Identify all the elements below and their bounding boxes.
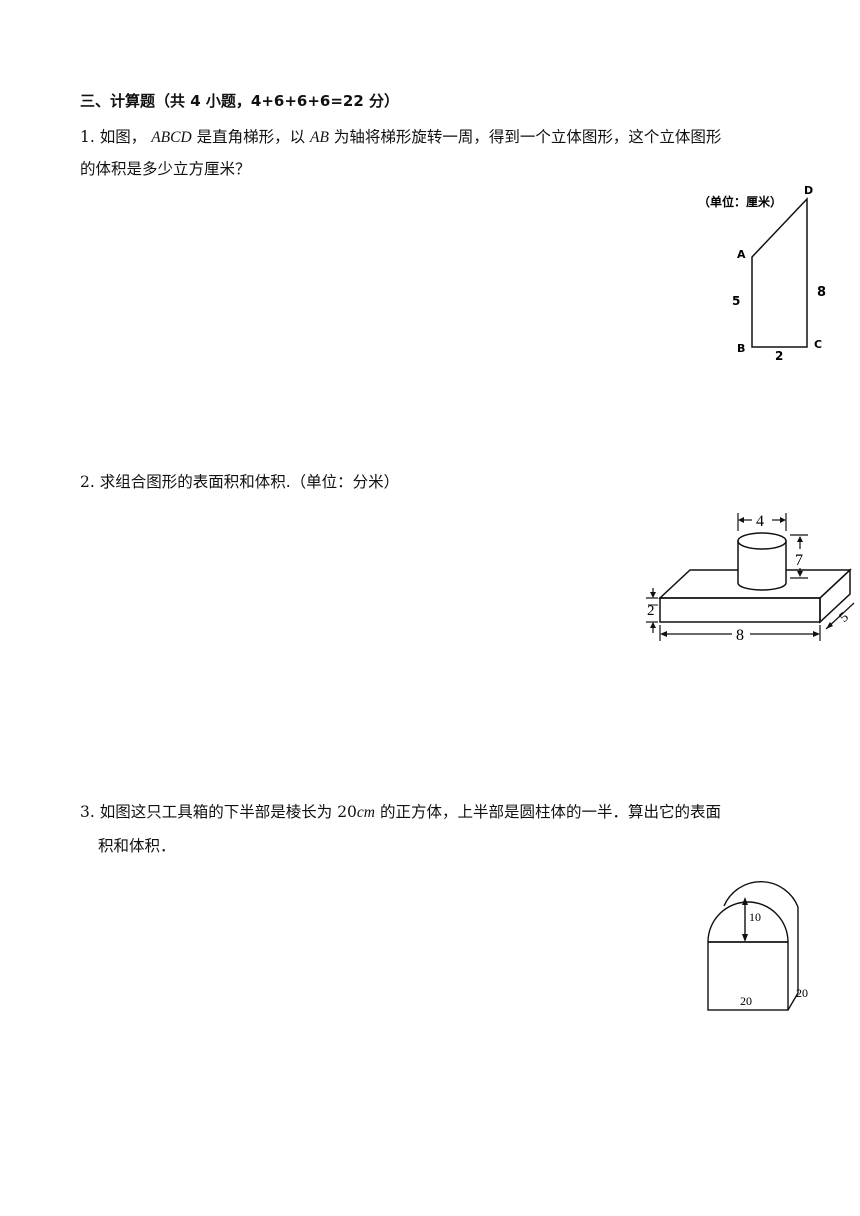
- math-variable: AB: [310, 129, 329, 146]
- dimension-label-box-length: 8: [736, 627, 744, 644]
- question-2-line-1: 2. 求组合图形的表面积和体积.（单位：分米）: [80, 470, 399, 492]
- composite-solid-figure: 4 7 2 8 5: [646, 513, 855, 644]
- side-label-cd: 8: [817, 285, 826, 300]
- dimension-label-box-height: 2: [647, 603, 655, 619]
- cylinder-body: [737, 541, 787, 591]
- side-label-ab: 5: [732, 294, 740, 308]
- vertex-label-a: A: [737, 248, 746, 261]
- question-text: 为轴将梯形旋转一周，得到一个立体图形，这个立体图形: [333, 128, 722, 146]
- trapezoid-figure: （单位：厘米） D A B C 5 8 2: [698, 184, 826, 363]
- half-cylinder-front: [707, 901, 749, 943]
- dimension-label-cylinder-height: 7: [795, 552, 803, 569]
- trapezoid-shape: [751, 197, 808, 348]
- question-text: 的正方体，上半部是圆柱体的一半．算出它的表面: [379, 803, 721, 821]
- question-3-line-2: 积和体积．: [98, 837, 176, 855]
- question-text: 求组合图形的表面积和体积.（单位：分米）: [99, 473, 400, 491]
- box-side-face: [819, 568, 851, 624]
- question-1-line-2: 的体积是多少立方厘米？: [80, 160, 251, 178]
- question-text: 如图这只工具箱的下半部是棱长为: [99, 803, 333, 821]
- side-label-bc: 2: [775, 349, 783, 363]
- question-1-line-1: 1. 如图， ABCD 是直角梯形，以 AB 为轴将梯形旋转一周，得到一个立体图…: [80, 125, 721, 147]
- question-3-line-1: 3. 如图这只工具箱的下半部是棱长为 20cm 的正方体，上半部是圆柱体的一半．…: [80, 800, 721, 822]
- vertex-label-c: C: [814, 338, 822, 351]
- dimension-label-radius: 10: [749, 910, 761, 924]
- question-number: 1.: [80, 128, 95, 146]
- dimension-label-front: 20: [740, 994, 752, 1008]
- toolbox-figure: 10 20 20: [707, 880, 808, 1011]
- cylinder-top: [737, 532, 787, 550]
- section-title: 三、计算题（共 4 小题，4+6+6+6=22 分）: [80, 92, 400, 110]
- dimension-label-side: 20: [796, 986, 808, 1000]
- half-cylinder-top: [723, 880, 799, 908]
- math-variable: ABCD: [151, 129, 192, 146]
- box-front-face: [659, 597, 821, 623]
- vertex-label-d: D: [804, 184, 813, 197]
- math-unit: cm: [356, 804, 375, 821]
- vertex-label-b: B: [737, 342, 745, 355]
- dimension-label-diameter: 4: [756, 513, 764, 530]
- question-text: 如图，: [99, 128, 147, 146]
- question-number: 3.: [80, 803, 95, 821]
- unit-label: （单位：厘米）: [698, 194, 782, 209]
- math-value: 20: [337, 803, 357, 821]
- question-text: 是直角梯形，以: [196, 128, 306, 146]
- question-number: 2.: [80, 473, 95, 491]
